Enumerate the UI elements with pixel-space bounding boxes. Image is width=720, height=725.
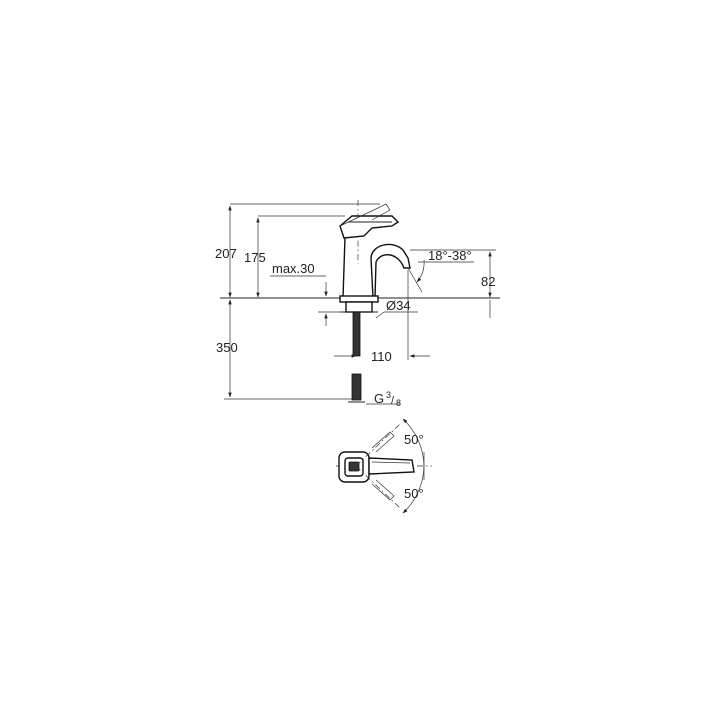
thread-denominator: 8 (396, 398, 401, 408)
diameter-label: Ø34 (386, 298, 411, 313)
side-view: 207 175 max.30 18°-38° 82 Ø34 350 1 (215, 200, 500, 408)
rotation-line-bottom (355, 465, 401, 509)
faucet-lever (339, 215, 400, 239)
angle-bottom-label: 50° (404, 486, 424, 501)
angle-top-label: 50° (404, 432, 424, 447)
mounting-nut (345, 301, 373, 313)
dim-82-label: 82 (481, 274, 495, 289)
plan-spout-edge (371, 461, 411, 464)
thread-label: G 3 / 8 (374, 390, 401, 408)
lever-rotated-bottom (371, 479, 395, 501)
leader-diameter (375, 311, 385, 319)
dim-207-label: 207 (215, 246, 237, 261)
angle-label: 18°-38° (428, 248, 472, 263)
dim-350-label: 350 (216, 340, 238, 355)
max-30-label: max.30 (272, 261, 315, 276)
spout-stream (407, 267, 423, 293)
faucet-body (342, 236, 411, 299)
dim-110-label: 110 (371, 349, 392, 364)
rotation-line-top (355, 423, 401, 467)
svg-text:/: / (391, 395, 395, 407)
flex-hose (352, 311, 361, 357)
base-flange (339, 295, 379, 303)
lever-raised-outline (339, 203, 391, 227)
plan-spout (368, 457, 415, 475)
angle-arc (416, 259, 425, 283)
hose-end (351, 373, 362, 401)
lever-rotated-top (371, 431, 395, 453)
top-view: 50° 50° (336, 418, 432, 514)
plan-handle-core (348, 461, 360, 472)
thread-letter: G (374, 391, 384, 406)
dim-175-label: 175 (244, 250, 266, 265)
thread-numerator: 3 (386, 390, 391, 400)
